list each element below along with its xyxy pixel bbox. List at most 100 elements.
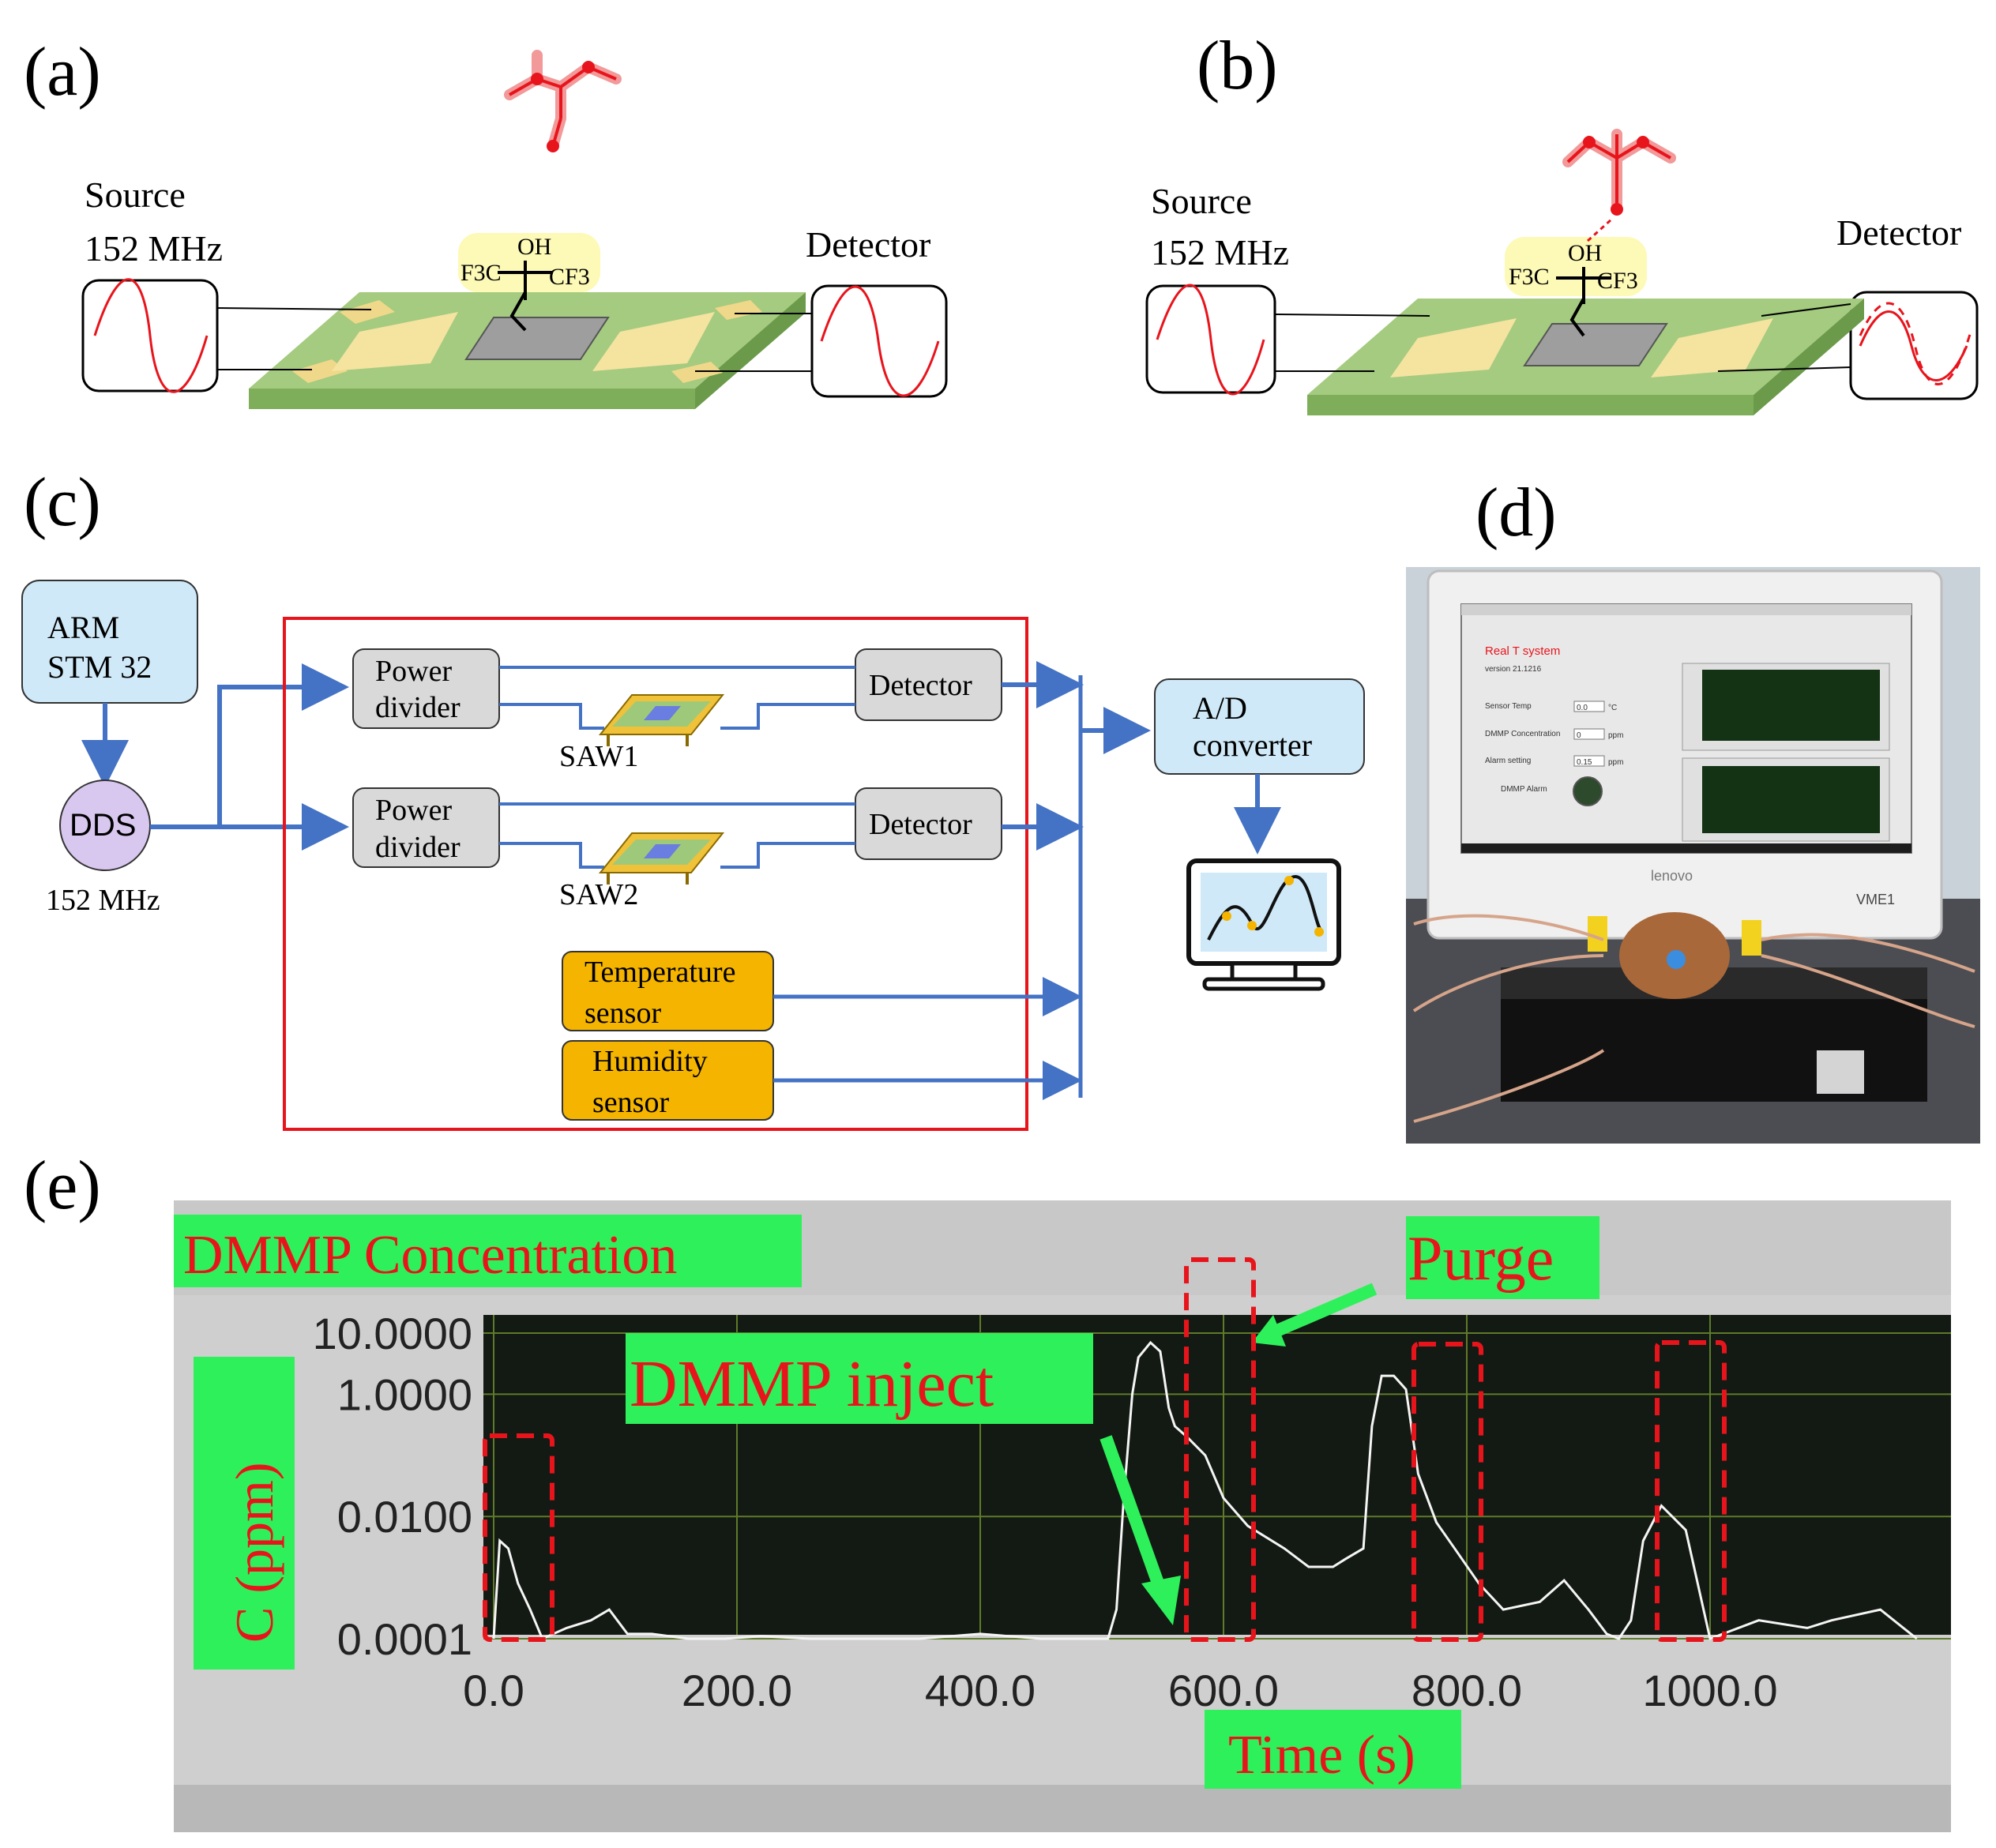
chart-title-bg [174,1215,802,1287]
y-label-bg [194,1357,295,1670]
dds-label: DDS [70,808,136,843]
idt-pad [671,362,723,383]
screen-temp-value: 0.0 [1577,704,1588,712]
monitor-brand: lenovo [1651,868,1693,884]
idt-pad [292,359,348,383]
panel-b-letter: (b) [1197,28,1278,104]
idt-left-a [332,312,458,371]
detector-wave-shifted-b [1859,302,1972,385]
detector-2 [855,787,1002,860]
detector1-label: Detector [869,669,972,702]
arm-line1: ARM [47,610,119,645]
screen-temp-unit: °C [1608,704,1617,712]
inject-label-bg [626,1333,1093,1424]
arm-box [21,580,198,704]
source-wave-b [1156,284,1265,396]
pcb-front-b [1307,395,1754,415]
purge-label-bg [1406,1216,1599,1299]
panel-d: (d) Real T system version 21.1216 Sensor… [1406,475,1980,1144]
hydrogen-bond-b [1586,218,1613,242]
hum-line1: Humidity [592,1045,708,1078]
mol-f3c-b: F3C [1509,264,1550,290]
screen-conc-field [1573,728,1605,740]
gas-inlet [1667,950,1686,969]
saw1-label: SAW1 [559,740,638,773]
highlight-box-baseline [483,1433,554,1642]
panel-e: (e) DMMP Concentration 10.00001.00000.01… [24,1147,1951,1832]
inject-arrow-shaft [1099,1435,1166,1590]
temp-line2: sensor [585,997,661,1030]
x-tick-label: 0.0 [463,1666,524,1715]
saw1-in-line [499,703,604,730]
inject-arrow-head [1141,1576,1181,1625]
screen-sensor-temp: Sensor Temp [1485,702,1532,711]
saw2-out-line [720,842,855,869]
panel-e-letter: (e) [24,1147,101,1224]
mol-f3c-a: F3C [460,260,502,286]
y-tick-label: 1.0000 [337,1369,472,1419]
detector-label-a: Detector [806,224,930,265]
wire [1761,303,1851,317]
series-line-dmmp [492,1340,1918,1641]
pcb-side-a [695,292,806,409]
x-tick-label: 800.0 [1411,1666,1522,1715]
ad-line2: converter [1193,727,1312,763]
detector-label-b: Detector [1836,212,1961,253]
dmmp-molecule-a [504,50,622,152]
screen-alarm-setting: Alarm setting [1485,757,1531,765]
idt-left-b [1390,318,1517,377]
source-label-a: Source [85,175,186,215]
panel-a: (a) Source 152 MHz Detector F3C OH CF3 [24,34,948,409]
pd2-line1: Power [375,794,452,827]
molecule-highlight-b [1505,237,1647,296]
panel-c-letter: (c) [24,464,101,541]
monitor-icon [1186,858,1341,991]
annotation-purge: Purge [1408,1224,1554,1294]
x-tick-label: 1000.0 [1642,1666,1777,1715]
y-tick-label: 0.0100 [337,1492,472,1542]
chart-title: DMMP Concentration [183,1225,677,1286]
panel-a-letter: (a) [24,34,101,111]
panel-c: (c) ARM STM 32 DDS 152 MHz Power divider… [21,464,1365,1131]
source-label-b: Source [1151,181,1252,221]
detector-wave-a [820,285,940,397]
connector [1742,920,1761,956]
screen-temp-field [1573,701,1605,712]
saw1-chip [598,694,725,746]
molecule-bonds-a [498,261,553,332]
sensing-film-b [1523,323,1668,366]
purge-arrow-shaft [1265,1283,1378,1341]
saw1-out-line [720,703,855,730]
wire [1274,314,1430,317]
hum-line2: sensor [592,1086,669,1119]
x-tick-label: 600.0 [1168,1666,1279,1715]
dmmp-molecule-b [1562,129,1676,216]
detector-box-b [1849,291,1979,400]
x-axis-label: Time (s) [1228,1725,1415,1786]
temp-line1: Temperature [585,956,735,989]
screen-alarm-field [1573,755,1605,767]
y-tick-label: 0.0001 [337,1614,472,1664]
y-axis-label: C (ppm) [224,1462,284,1643]
screen-plot-1 [1702,670,1880,741]
arm-line2: STM 32 [47,649,152,685]
molecule-bonds-b [1556,267,1611,337]
dds-freq: 152 MHz [46,884,160,917]
saw2-in-line [499,842,604,869]
power-divider-1 [352,648,500,729]
idt-right-a [592,312,715,371]
power-divider-2 [352,787,500,868]
panel-d-letter: (d) [1475,475,1557,551]
device-label-sticker [1817,1050,1864,1094]
screen-conc-unit: ppm [1608,731,1623,740]
dds-to-pd1-arrow [150,663,349,829]
pd1-line2: divider [375,691,460,724]
alarm-lamp [1573,776,1603,806]
detector-wave-b [1859,310,1968,381]
highlight-box-peak-2 [1411,1342,1483,1642]
screen-dmmp-conc: DMMP Concentration [1485,730,1560,738]
sensing-film-a [464,317,610,360]
saw2-chip [598,832,725,885]
